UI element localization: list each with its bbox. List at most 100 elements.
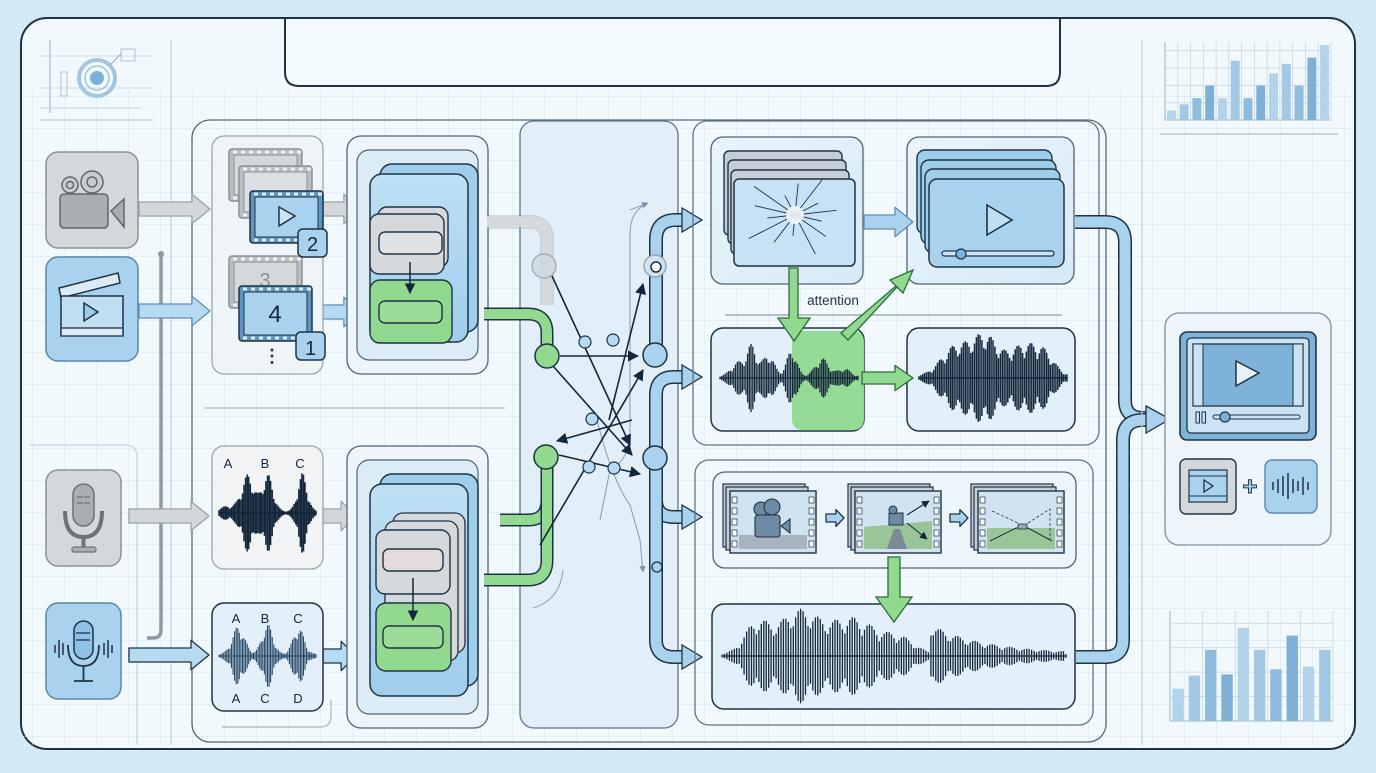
microphone-input[interactable] (45, 469, 122, 567)
play-icon (278, 205, 297, 228)
attention-diagonal-arrow (840, 268, 915, 341)
gray-pipe (487, 216, 553, 305)
arrow-frames-to-video (863, 206, 914, 238)
play-icon (986, 203, 1014, 237)
mini-bar-chart-top (1164, 42, 1332, 121)
audio-waveform (218, 473, 317, 553)
chart-bar (1243, 98, 1253, 120)
frame-number: 4 (268, 301, 281, 328)
segment-label: C (295, 456, 304, 471)
arrow-clip-to-frames (138, 295, 211, 327)
clapperboard-icon (58, 272, 124, 337)
routing-node (578, 335, 592, 349)
arrowhead (681, 206, 704, 234)
chart-bar (1205, 649, 1217, 721)
motion-to-audio-arrow (874, 556, 914, 624)
guide-curve (532, 569, 564, 609)
audio-segment-panel: A B C (211, 445, 324, 570)
video-track-icon (1179, 458, 1237, 515)
seek-handle (955, 248, 967, 260)
junction-node (531, 253, 557, 279)
segment-label: A (232, 611, 241, 626)
segment-label: B (261, 456, 270, 471)
shuffled-audio-segment-panel: A B C A C D (211, 602, 324, 712)
arrowhead (681, 643, 704, 671)
camera-motion-panel (694, 459, 1094, 726)
lane-divider (30, 444, 138, 745)
routing-arrow (551, 275, 631, 447)
voice-input[interactable] (45, 602, 122, 700)
video-clip-input[interactable] (45, 256, 139, 362)
junction-node (651, 561, 663, 573)
chart-bar (1320, 45, 1330, 121)
chart-bar (1192, 98, 1202, 120)
chart-bar (1172, 688, 1184, 721)
waveform-trace (721, 608, 1067, 704)
cross-modal-router-panel (519, 120, 679, 729)
token-slot (382, 625, 444, 649)
token-slot (378, 231, 443, 255)
bracket-line (222, 700, 332, 728)
audio-waveform (218, 625, 317, 687)
chart-bar (1221, 674, 1233, 721)
chart-bar (1270, 669, 1282, 721)
output-pipe (1076, 414, 1150, 663)
routing-node (585, 412, 599, 426)
title-banner (284, 17, 1061, 87)
routing-arrow (608, 282, 646, 421)
chart-bar (1217, 98, 1227, 120)
video-player-icon[interactable] (1179, 331, 1317, 441)
token-slot (378, 300, 443, 324)
waveform-trace (218, 625, 317, 687)
segment-label: A (224, 456, 233, 471)
junction-node (650, 261, 662, 273)
junction-node (534, 343, 560, 369)
blue-pipe (650, 371, 692, 470)
guide-curve (596, 419, 646, 573)
green-pipe (484, 470, 552, 585)
junction-node (533, 444, 559, 470)
waveform-trace (719, 343, 859, 413)
chart-bar (1307, 57, 1317, 120)
waveform-trace (918, 334, 1068, 422)
camera-icon (888, 512, 904, 526)
radial-target-chart (40, 40, 153, 121)
frame-badge-1: 1 (295, 331, 326, 361)
film-frame-active (238, 285, 313, 342)
chart-bar (1294, 85, 1304, 120)
segment-label: C (260, 691, 269, 706)
more-frames-ellipsis: ⋮ (263, 346, 281, 366)
attention-down-arrow (776, 267, 812, 343)
chart-bar (1253, 649, 1266, 721)
chart-bar (1205, 85, 1215, 120)
combine-plus-icon: + (1242, 471, 1257, 501)
segment-label: B (261, 611, 270, 626)
routing-node (606, 333, 620, 347)
frame-badge-2: 2 (297, 228, 328, 258)
chart-bar (1230, 60, 1240, 120)
mini-bar-chart-bottom (1169, 611, 1334, 722)
encoder-blocks (346, 135, 489, 729)
waveform-trace (218, 473, 317, 553)
video-camera-input[interactable] (45, 151, 139, 249)
crack-lines (748, 178, 837, 255)
arrow-audio-to-generated (861, 364, 914, 392)
routing-arrow (552, 365, 633, 456)
impact-point (786, 206, 804, 224)
chart-bar (1166, 110, 1176, 120)
arrow-voice-to-audio (128, 639, 210, 671)
segment-label: A (232, 691, 241, 706)
chart-bar (1256, 85, 1266, 120)
audio-track-icon (1264, 459, 1318, 514)
output-modules (710, 136, 1172, 710)
attention-highlight (792, 331, 864, 430)
microphone-icon (63, 483, 104, 553)
chart-bar (1188, 675, 1201, 721)
arrow-camera-to-frames (138, 193, 211, 225)
segment-label: D (293, 691, 302, 706)
routing-arrow (558, 454, 642, 478)
final-arrowhead (1145, 404, 1172, 435)
motion-step-arrow (825, 508, 845, 528)
